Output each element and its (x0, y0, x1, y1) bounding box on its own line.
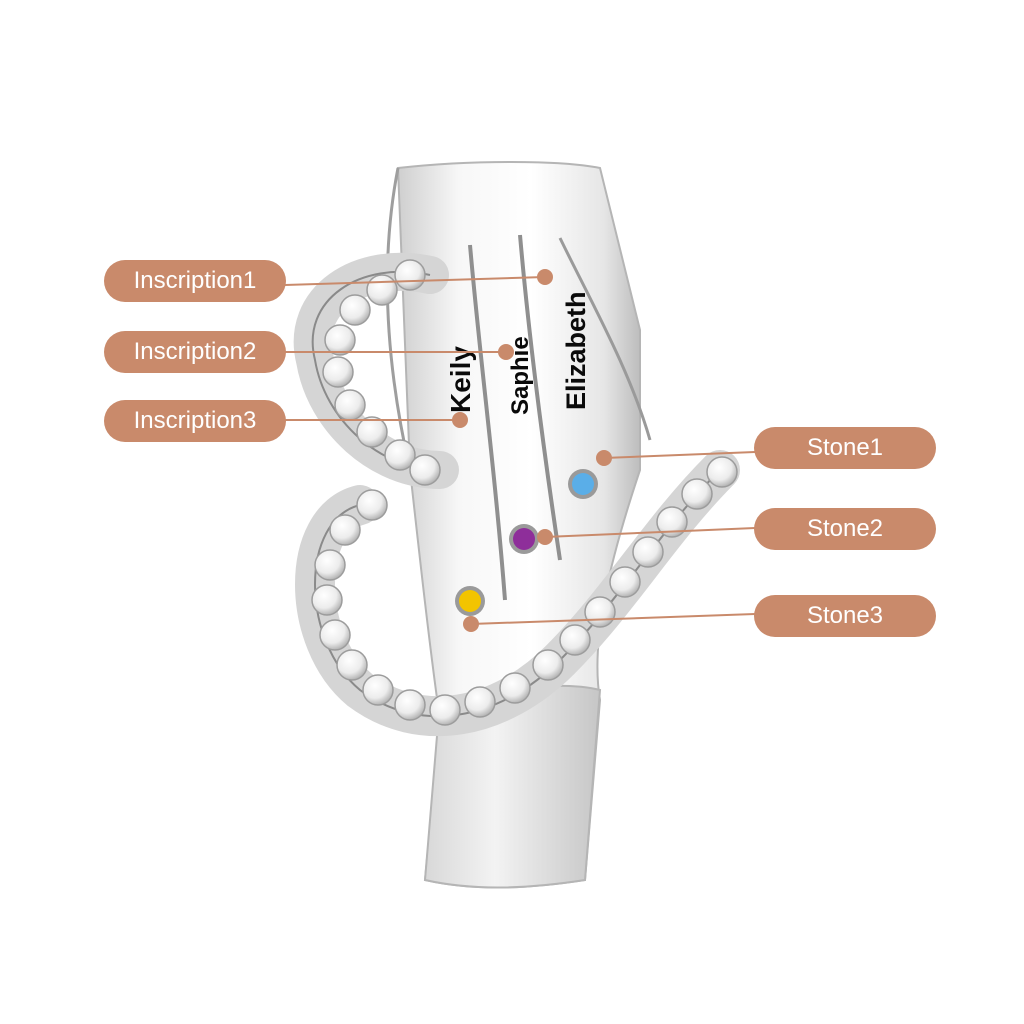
leader-stone2 (544, 527, 756, 538)
heart-swirl (293, 252, 740, 737)
pave-stone (314, 549, 346, 581)
leader-dot-inscription1 (537, 269, 553, 285)
pave-stones (311, 259, 738, 726)
callout-stone1: Stone1 (754, 427, 936, 469)
callout-stone2: Stone2 (754, 508, 936, 550)
pave-stone (324, 324, 356, 356)
pave-stone (366, 274, 398, 306)
pave-stone (356, 489, 388, 521)
pave-stone (559, 624, 591, 656)
pave-stone (656, 506, 688, 538)
leader-stone1 (603, 451, 756, 459)
callout-stone3: Stone3 (754, 595, 936, 637)
stone3-gem (459, 590, 481, 612)
pave-stone (394, 259, 426, 291)
pave-stone (356, 416, 388, 448)
pave-stone (311, 584, 343, 616)
leader-inscription1 (284, 276, 546, 286)
pave-stone (319, 619, 351, 651)
birthstones (455, 469, 598, 616)
pave-stone (499, 672, 531, 704)
pave-stone (584, 596, 616, 628)
leader-lines (284, 269, 756, 632)
pave-stone (532, 649, 564, 681)
callout-inscription1: Inscription1 (104, 260, 286, 302)
pave-stone (464, 686, 496, 718)
callout-inscription3: Inscription3 (104, 400, 286, 442)
pave-stone (322, 356, 354, 388)
pave-stone (429, 694, 461, 726)
pave-stone (632, 536, 664, 568)
pave-stone (384, 439, 416, 471)
leader-dot-stone3 (463, 616, 479, 632)
pave-stone (409, 454, 441, 486)
engraving-elizabeth: Elizabeth (561, 291, 591, 410)
leader-dot-stone2 (537, 529, 553, 545)
leader-dot-inscription2 (498, 344, 514, 360)
pave-stone (334, 389, 366, 421)
pave-stone (394, 689, 426, 721)
pave-stone (609, 566, 641, 598)
pave-stone (336, 649, 368, 681)
stone2-gem (513, 528, 535, 550)
stone1-gem (572, 473, 594, 495)
pave-stone (681, 478, 713, 510)
leader-dot-inscription3 (452, 412, 468, 428)
pave-stone (362, 674, 394, 706)
pave-stone (329, 514, 361, 546)
engraving-keily: Keily (445, 346, 476, 413)
callout-inscription2: Inscription2 (104, 331, 286, 373)
leader-dot-stone1 (596, 450, 612, 466)
pave-stone (339, 294, 371, 326)
leader-stone3 (470, 613, 756, 625)
pave-stone (706, 456, 738, 488)
